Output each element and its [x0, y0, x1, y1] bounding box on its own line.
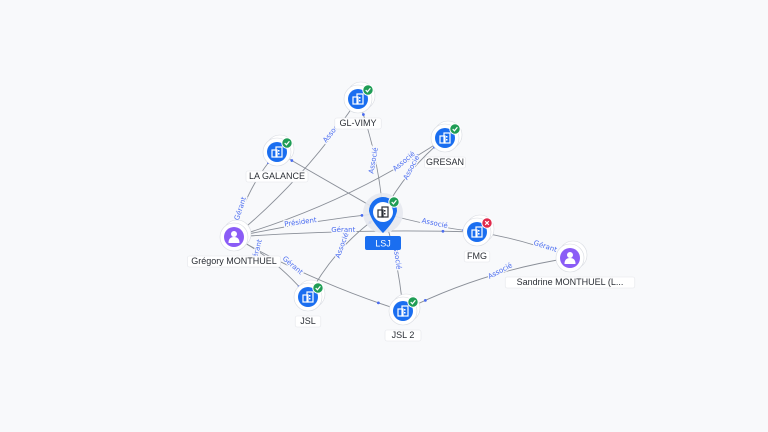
- node-lsj[interactable]: LSJ: [363, 193, 403, 250]
- edge-arrow-gregory-fmg: [441, 229, 445, 233]
- active-check-icon: [407, 296, 419, 308]
- edge-label-lsj-fmg: Associé: [421, 217, 449, 230]
- active-check-icon: [449, 123, 461, 135]
- building-icon: [352, 93, 364, 105]
- active-check-icon: [362, 84, 374, 96]
- node-gresan[interactable]: GRESAN: [424, 120, 466, 169]
- node-label: Grégory MONTHUEL: [191, 256, 277, 266]
- edge-label-lsj-glvimy: Associé: [367, 147, 379, 174]
- edge-arrow-gregory-gresan: [415, 154, 419, 158]
- node-label-bg: [504, 276, 636, 289]
- node-label: FMG: [467, 251, 487, 261]
- building-icon: [471, 226, 483, 238]
- node-label-bg: [463, 250, 491, 263]
- building-icon: [271, 146, 283, 158]
- edge-arrow-lsj-glvimy: [361, 113, 365, 116]
- node-label-bg: [384, 329, 422, 342]
- edge-label-gregory-lagalance: Gérant: [233, 196, 248, 222]
- node-label: GRESAN: [426, 157, 464, 167]
- building-icon: [397, 305, 409, 317]
- edge-label-gregory-fmg: Gérant: [331, 226, 355, 234]
- person-icon: [228, 231, 240, 243]
- nodes-layer: LSJ GL-VIMY GRESAN LA GALANCE Grégory MONTHU…: [187, 81, 636, 342]
- node-glvimy[interactable]: GL-VIMY: [334, 81, 382, 130]
- edge-sandrine-jsl2: [402, 257, 571, 312]
- edge-arrow-lsj-lagalance: [290, 159, 294, 162]
- building-icon: [377, 206, 389, 218]
- node-label-bg: [294, 315, 322, 328]
- edge-arrow-gregory-jsl2: [376, 301, 380, 305]
- node-label: LA GALANCE: [249, 171, 305, 181]
- node-sandrine[interactable]: Sandrine MONTHUEL (L...: [504, 240, 636, 289]
- node-label: GL-VIMY: [339, 118, 376, 128]
- node-label-bg: [334, 117, 382, 130]
- person-icon: [564, 252, 576, 264]
- edge-gregory-jsl2: [233, 236, 404, 312]
- active-check-icon: [312, 282, 324, 294]
- edge-arrow-gregory-lsj: [360, 214, 364, 217]
- building-icon: [439, 132, 451, 144]
- active-check-icon: [388, 196, 400, 208]
- edge-gregory-fmg: [233, 230, 478, 238]
- edge-label-jsl-lsj: Associé: [334, 232, 351, 260]
- edge-arrow-sandrine-jsl2: [423, 298, 427, 302]
- center-label-bg: [365, 236, 401, 250]
- node-jsl2[interactable]: JSL 2: [384, 293, 422, 342]
- node-label-bg: [245, 170, 309, 183]
- node-label: JSL: [300, 316, 316, 326]
- node-lagalance[interactable]: LA GALANCE: [245, 134, 309, 183]
- node-label: Sandrine MONTHUEL (L...: [517, 277, 624, 287]
- node-jsl[interactable]: JSL: [293, 279, 326, 328]
- node-label: LSJ: [375, 239, 391, 249]
- inactive-cross-icon: [481, 217, 493, 229]
- edge-label-gregory-jsl2: Gérant: [281, 255, 305, 277]
- node-fmg[interactable]: FMG: [462, 214, 495, 263]
- edge-label-gregory-lsj: Président: [284, 216, 318, 229]
- node-gregory[interactable]: Grégory MONTHUEL: [187, 219, 281, 268]
- node-label-bg: [187, 255, 281, 268]
- node-label-bg: [424, 156, 466, 169]
- edge-label-sandrine-fmg: Gérant: [533, 239, 559, 254]
- edge-gregory-gresan: [233, 137, 446, 238]
- active-check-icon: [281, 137, 293, 149]
- building-icon: [302, 291, 314, 303]
- node-label: JSL 2: [392, 330, 415, 340]
